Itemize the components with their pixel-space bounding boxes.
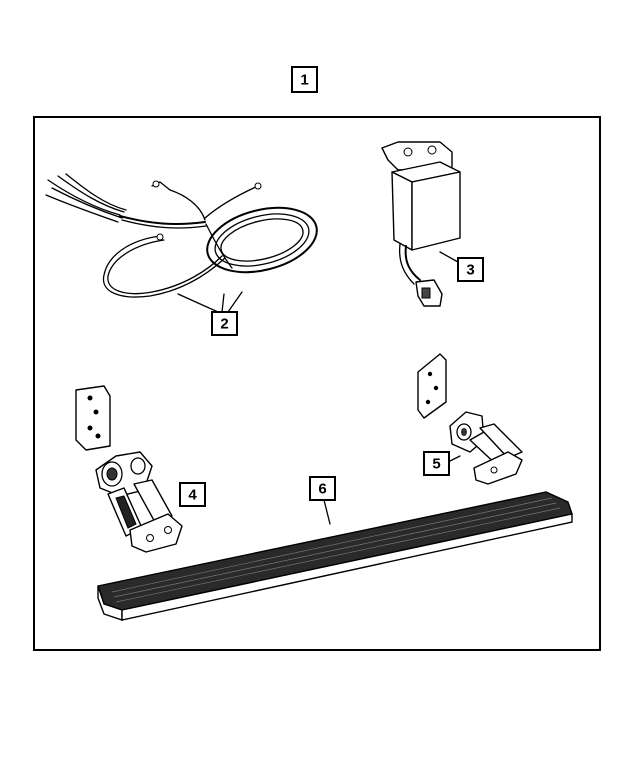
svg-text:3: 3 (466, 262, 474, 279)
kit-frame (33, 116, 601, 651)
svg-text:6: 6 (318, 481, 326, 498)
running-board-illustration (97, 491, 573, 621)
callout-3[interactable]: 3 (457, 257, 484, 282)
callout-6[interactable]: 6 (309, 476, 336, 501)
control-module-illustration (381, 141, 461, 307)
wire-harness-illustration (45, 173, 318, 313)
svg-text:1: 1 (300, 72, 308, 89)
svg-text:2: 2 (220, 316, 228, 333)
svg-text:4: 4 (188, 487, 197, 504)
front-bracket-illustration (75, 385, 183, 553)
callout-4[interactable]: 4 (179, 482, 206, 507)
rear-bracket-illustration (417, 353, 523, 485)
svg-text:5: 5 (432, 456, 440, 473)
callout-2[interactable]: 2 (211, 311, 238, 336)
callout-5[interactable]: 5 (423, 451, 450, 476)
callout-1[interactable]: 1 (291, 66, 318, 93)
